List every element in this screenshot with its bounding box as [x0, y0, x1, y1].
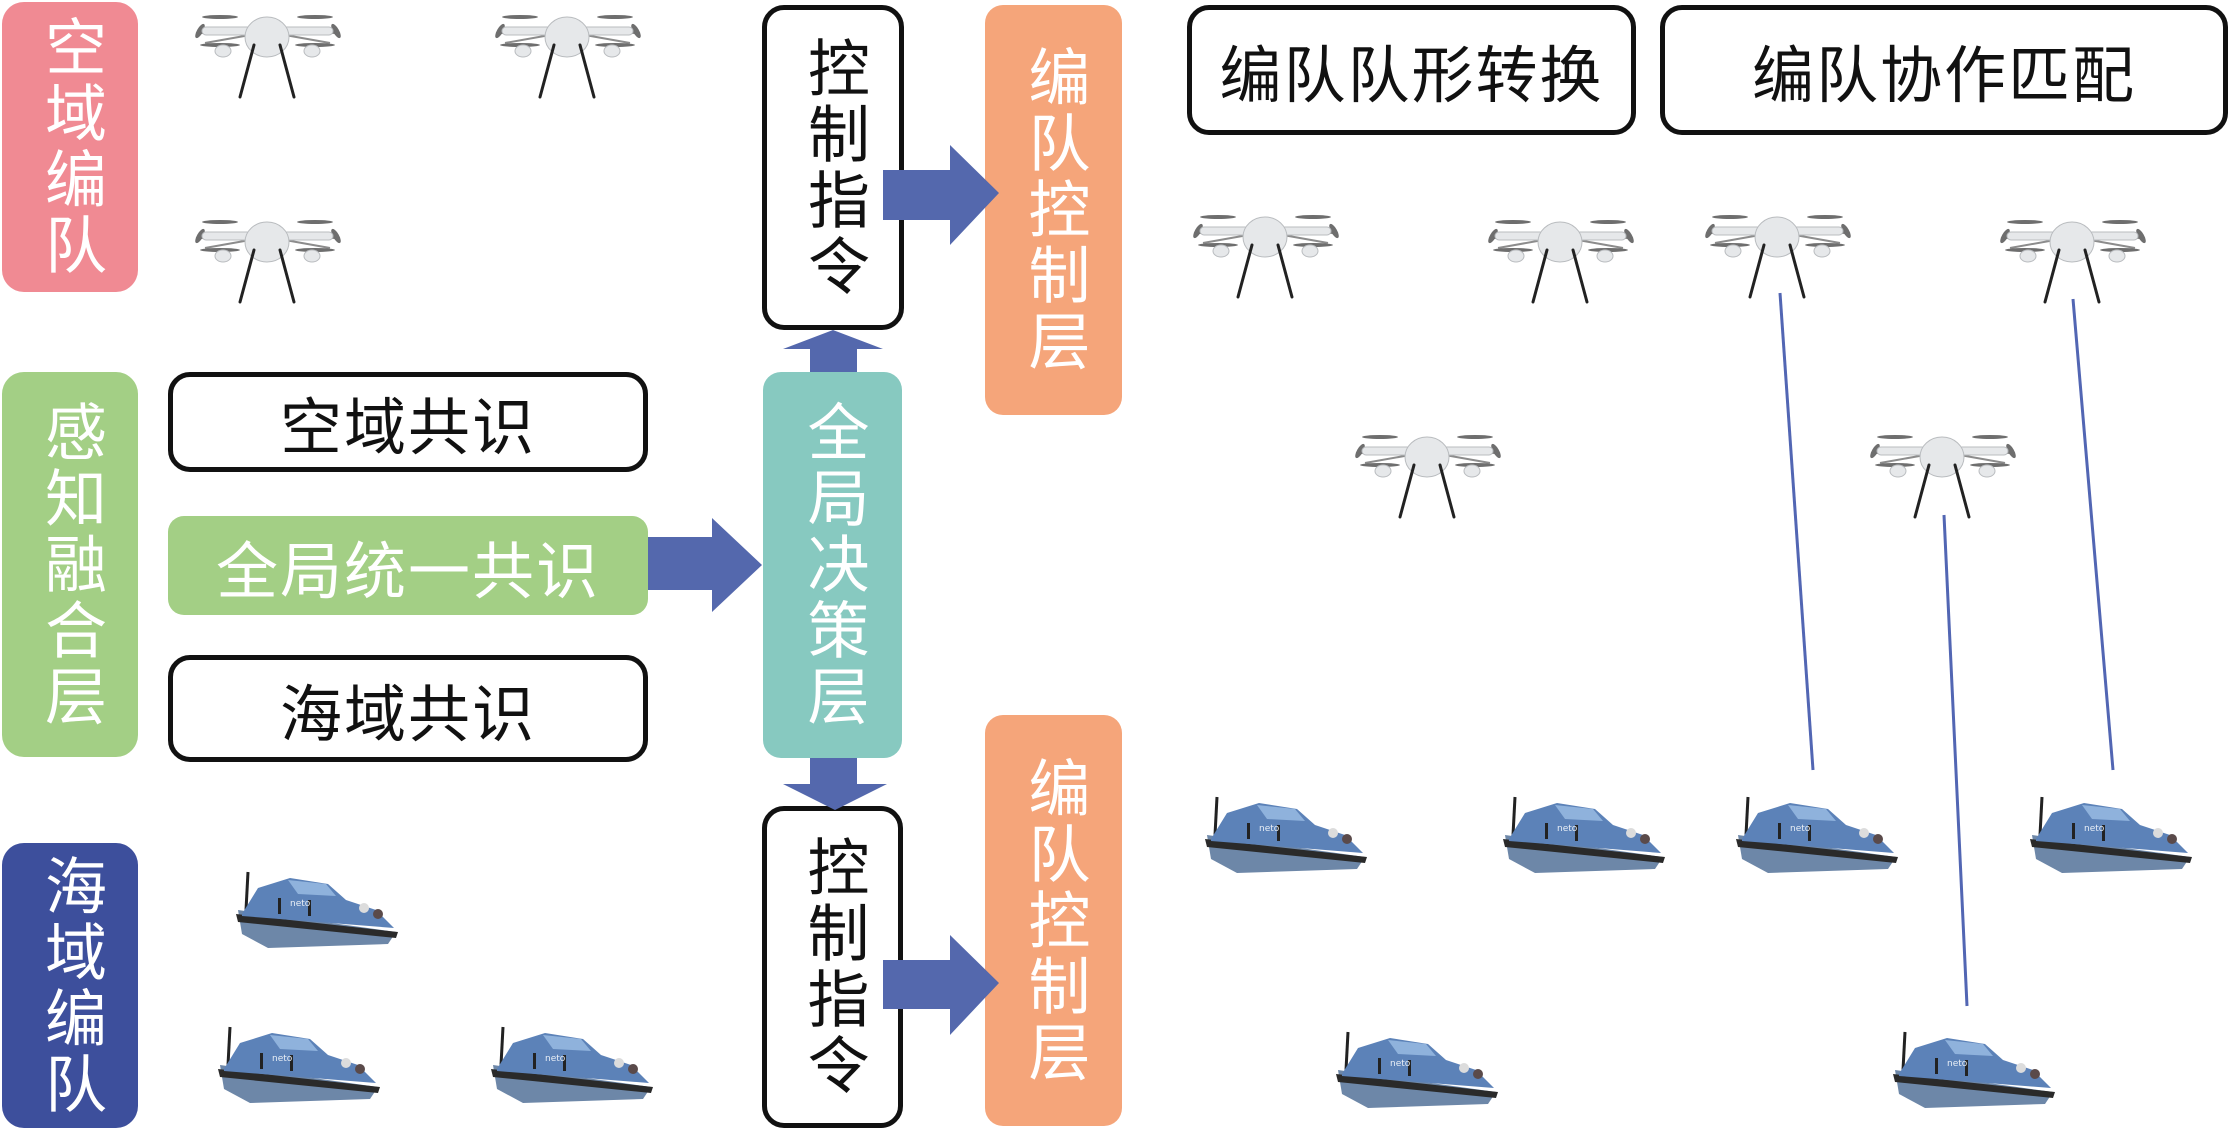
formation-control-layer-upper-text: 编队控制层	[1017, 45, 1091, 375]
drone-icon	[1995, 210, 2150, 309]
perception-fusion-layer: 感知融合层	[2, 372, 138, 757]
svg-text:neto: neto	[1259, 824, 1280, 834]
drone-icon	[1700, 205, 1855, 304]
air-consensus-box: 空域共识	[168, 372, 648, 472]
boat-icon: neto	[228, 870, 406, 956]
formation-transform-text: 编队队形转换	[1219, 39, 1604, 112]
svg-text:neto: neto	[1790, 824, 1811, 834]
air-formation-label: 空域编队	[2, 2, 138, 292]
control-command-lower-text: 控制指令	[796, 835, 870, 1099]
svg-text:neto: neto	[290, 899, 311, 909]
global-decision-layer-text: 全局决策层	[796, 400, 870, 730]
control-command-upper: 控制指令	[762, 5, 904, 330]
formation-cooperation-text: 编队协作匹配	[1751, 39, 2136, 112]
boat-icon: neto	[1495, 795, 1673, 881]
arrow-decision-to-lower-command	[783, 758, 887, 810]
sea-consensus-box: 海域共识	[168, 655, 648, 762]
boat-icon: neto	[1197, 795, 1375, 881]
drone-icon	[1483, 210, 1638, 309]
arrow-decision-to-upper-command	[783, 330, 883, 372]
global-decision-layer: 全局决策层	[763, 372, 902, 758]
svg-text:neto: neto	[545, 1054, 566, 1064]
svg-text:neto: neto	[1947, 1059, 1968, 1069]
boat-icon: neto	[1728, 795, 1906, 881]
cooperation-link-line	[1942, 514, 1969, 1007]
arrow-upper-command-to-control	[883, 145, 999, 245]
drone-icon	[190, 210, 345, 309]
global-consensus-text: 全局统一共识	[215, 534, 600, 608]
air-formation-text: 空域编队	[34, 15, 107, 279]
svg-text:neto: neto	[2084, 824, 2105, 834]
drone-icon	[190, 5, 345, 104]
drone-icon	[490, 5, 645, 104]
drone-icon	[1188, 205, 1343, 304]
boat-icon: neto	[1885, 1030, 2063, 1116]
cooperation-link-line	[1778, 292, 1815, 771]
sea-formation-label: 海域编队	[2, 843, 138, 1128]
arrow-lower-command-to-control	[883, 935, 999, 1035]
arrow-consensus-to-decision	[648, 518, 762, 612]
control-command-lower: 控制指令	[762, 806, 903, 1128]
boat-icon: neto	[210, 1025, 388, 1111]
svg-text:neto: neto	[1390, 1059, 1411, 1069]
global-consensus-box: 全局统一共识	[168, 516, 648, 615]
sea-consensus-text: 海域共识	[279, 677, 536, 751]
control-command-upper-text: 控制指令	[797, 35, 870, 300]
formation-control-layer-lower: 编队控制层	[985, 715, 1122, 1126]
formation-cooperation-box: 编队协作匹配	[1660, 5, 2228, 135]
drone-icon	[1350, 425, 1505, 524]
air-consensus-text: 空域共识	[279, 391, 536, 464]
boat-icon: neto	[1328, 1030, 1506, 1116]
perception-fusion-layer-text: 感知融合层	[34, 399, 107, 730]
boat-icon: neto	[483, 1025, 661, 1111]
formation-control-layer-upper: 编队控制层	[985, 5, 1122, 415]
svg-text:neto: neto	[1557, 824, 1578, 834]
formation-transform-box: 编队队形转换	[1187, 5, 1636, 135]
cooperation-link-line	[2071, 298, 2115, 771]
svg-text:neto: neto	[272, 1054, 293, 1064]
sea-formation-text: 海域编队	[34, 853, 107, 1118]
drone-icon	[1865, 425, 2020, 524]
formation-control-layer-lower-text: 编队控制层	[1017, 755, 1091, 1086]
boat-icon: neto	[2022, 795, 2200, 881]
